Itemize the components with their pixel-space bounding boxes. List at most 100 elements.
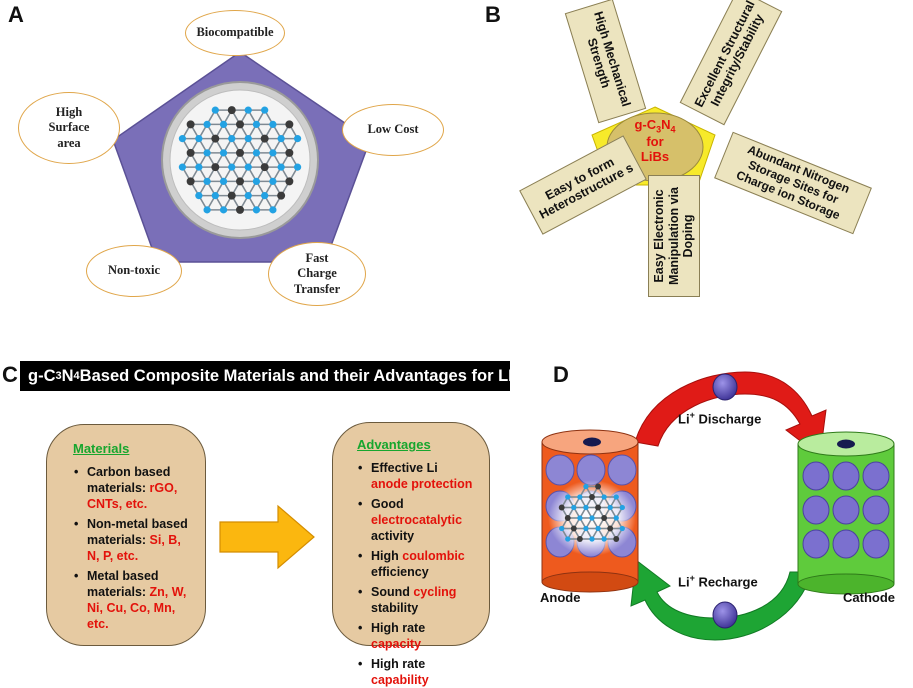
discharge-label: Li+ Discharge [678, 410, 762, 427]
carbon-atom [236, 177, 244, 186]
nitrogen-atom [293, 163, 302, 171]
anode-label: Anode [540, 590, 581, 605]
nitrogen-atom [613, 494, 619, 500]
right-arrow-icon [219, 504, 315, 570]
carbon-atom [260, 163, 269, 172]
nitrogen-atom [601, 494, 607, 500]
carbon-atom [285, 177, 294, 186]
nitrogen-atom [277, 163, 285, 171]
carbon-atom [227, 191, 236, 200]
electrode-sphere [862, 529, 890, 559]
property-fast-charge-transfer: Fast Charge Transfer [268, 242, 366, 306]
materials-title: Materials [73, 441, 130, 456]
nitrogen-atom [203, 149, 211, 157]
nitrogen-atom [228, 135, 236, 143]
li-ion-bottom [712, 601, 738, 629]
nitrogen-atom [277, 135, 285, 143]
nitrogen-atom [577, 494, 583, 500]
high-surface-area-text: High Surface area [48, 104, 90, 150]
materials-box: Materials Carbon based materials: rGO, C… [46, 424, 206, 646]
nitrogen-atom [589, 515, 595, 521]
nitrogen-atom [178, 135, 187, 143]
carbon-atom [570, 525, 577, 532]
panel-c-letter: C [2, 362, 18, 387]
recharge-label: Li+ Recharge [678, 573, 758, 590]
carbon-atom [595, 483, 602, 490]
carbon-atom [211, 163, 220, 172]
carbon-atom [186, 120, 195, 129]
carbon-atom [236, 120, 244, 129]
list-item: High rate capacity [358, 620, 477, 652]
electrode-sphere [862, 495, 890, 525]
nitrogen-atom [219, 177, 228, 185]
carbon-atom [236, 205, 244, 214]
nitrogen-atom [589, 536, 595, 542]
nitrogen-atom [577, 515, 583, 521]
nitrogen-atom [219, 206, 228, 214]
nitrogen-atom [269, 149, 277, 157]
nitrogen-atom [583, 504, 589, 511]
nitrogen-atom [261, 192, 269, 200]
carbon-atom [564, 515, 571, 521]
nitrogen-atom [601, 536, 607, 542]
nitrogen-atom [252, 177, 261, 185]
list-item: Carbon based materials: rGO, CNTs, etc. [74, 464, 191, 512]
nitrogen-atom [252, 120, 261, 128]
property-high-surface-area: High Surface area [18, 92, 120, 164]
nitrogen-atom [244, 135, 252, 143]
nitrogen-atom [269, 120, 277, 128]
advantages-box: Advantages Effective Li anode protection… [332, 422, 490, 687]
advantages-title: Advantages [357, 437, 431, 452]
electrode-sphere [802, 529, 830, 559]
panel-a-letter: A [8, 2, 24, 27]
list-item: Non-metal based materials: Si, B, N, P, … [74, 516, 191, 564]
nitrogen-atom [195, 163, 203, 171]
panel-d-graphic [541, 371, 895, 641]
nitrogen-atom [244, 163, 252, 171]
electrode-sphere [832, 495, 860, 525]
nitrogen-atom [203, 177, 211, 185]
list-item: Effective Li anode protection [358, 460, 477, 492]
nitrogen-atom [613, 515, 619, 521]
carbon-atom [227, 106, 236, 115]
nitrogen-atom [571, 504, 577, 511]
carbon-atom [211, 134, 220, 143]
nitrogen-atom [203, 206, 211, 214]
recharge-arrow [630, 559, 813, 641]
nitrogen-atom [261, 106, 269, 114]
carbon-atom [285, 120, 294, 129]
property-low-cost: Low Cost [342, 104, 444, 156]
carbon-atom [186, 177, 195, 186]
center-label-g-c3n4: g-C3N4 for LiBs [634, 117, 676, 164]
molecule-lattice-d [558, 483, 625, 542]
carbon-atom [613, 536, 620, 542]
nitrogen-atom [252, 149, 261, 157]
nitrogen-atom [583, 483, 589, 490]
electrode-sphere [832, 461, 860, 491]
panel-d-letter: D [553, 362, 569, 387]
nitrogen-atom [195, 192, 203, 200]
materials-list: Carbon based materials: rGO, CNTs, etc. … [73, 464, 191, 632]
li-ion-top [712, 373, 738, 401]
nitrogen-atom [211, 106, 219, 114]
carbon-atom [277, 191, 286, 200]
carbon-atom [260, 134, 269, 143]
electrode-sphere [607, 454, 637, 486]
panel-a-graphic [112, 51, 371, 263]
list-item: Sound cycling stability [358, 584, 477, 616]
carbon-atom [576, 536, 583, 542]
list-item: Metal based materials: Zn, W, Ni, Cu, Co… [74, 568, 191, 632]
property-biocompatible: Biocompatible [185, 10, 285, 56]
carbon-atom [285, 148, 294, 157]
nitrogen-atom [559, 525, 565, 532]
nitrogen-atom [619, 525, 625, 532]
nitrogen-atom [619, 504, 625, 511]
carbon-atom [186, 148, 195, 157]
nitrogen-atom [219, 120, 228, 128]
list-item: High coulombic efficiency [358, 548, 477, 580]
nitrogen-atom [269, 177, 277, 185]
nitrogen-atom [203, 120, 211, 128]
nitrogen-atom [211, 192, 219, 200]
petal-nitrogen-storage: Abundant Nitrogen Storage Sites for Char… [714, 131, 872, 235]
nitrogen-atom [583, 525, 589, 532]
